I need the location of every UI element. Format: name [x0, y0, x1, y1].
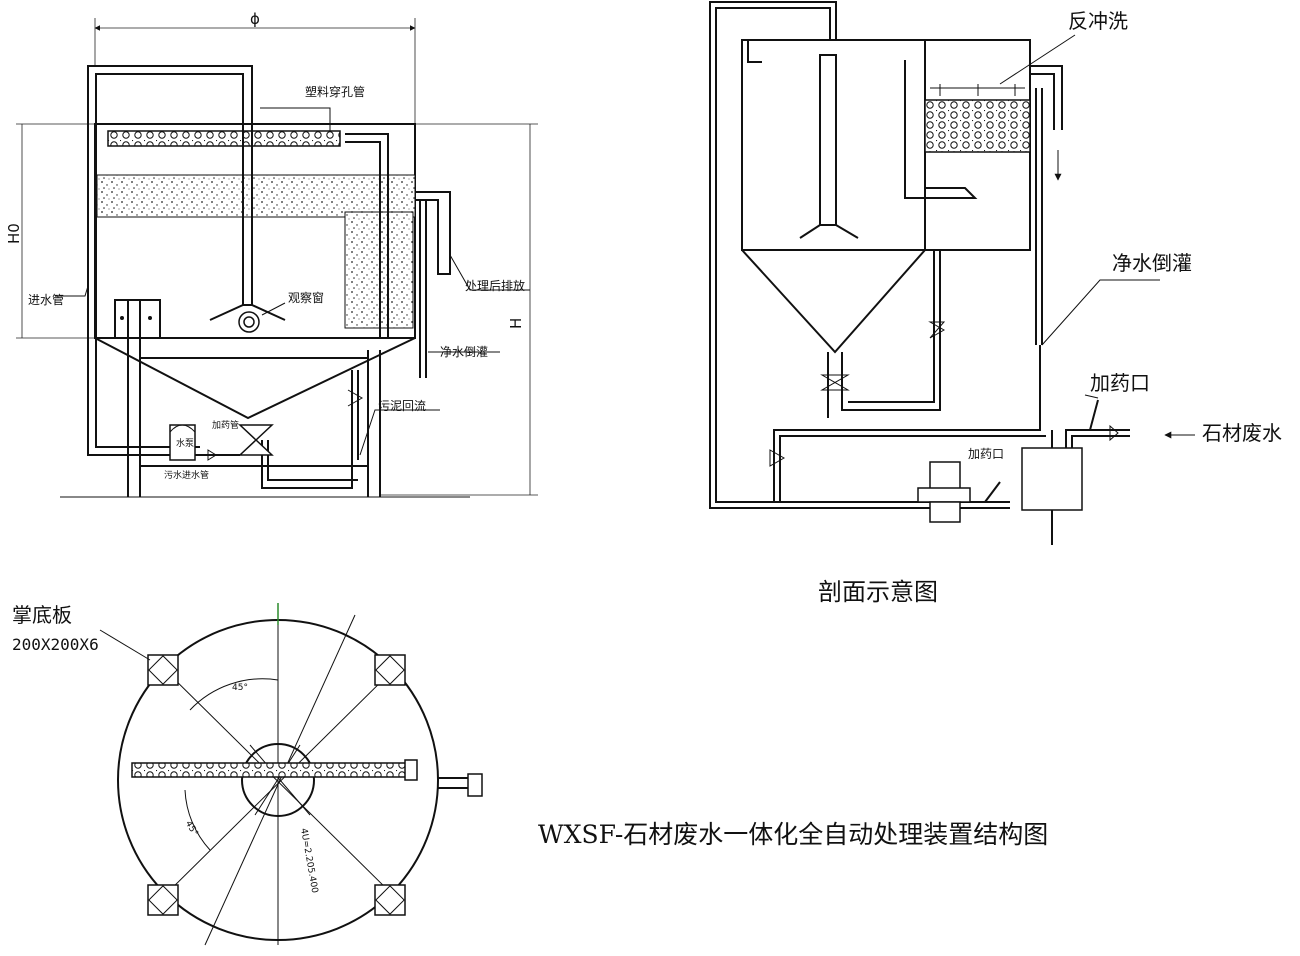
tank-cone — [94, 337, 416, 420]
angle-top-label: 45° — [232, 683, 248, 693]
section-pump — [917, 461, 971, 523]
width-dimension: ϕ — [94, 10, 416, 125]
dim-phi-label: ϕ — [250, 10, 260, 28]
reaction-tank — [1021, 447, 1083, 511]
central-pipe — [209, 88, 286, 321]
dim-h-label: H — [507, 318, 525, 329]
filter-media-layer — [96, 174, 416, 218]
clean-backfill-left-label: 净水倒灌 — [440, 345, 488, 359]
h-dimension: H — [380, 123, 538, 496]
dosing-port-1-label: 加药口 — [1090, 371, 1150, 395]
diameter-note: 4U=2.205.400 — [298, 828, 319, 895]
base-plate-label: 掌底板 — [12, 603, 72, 627]
inlet-pipe-label: 进水管 — [28, 292, 64, 307]
dim-h0-label: H0 — [5, 223, 23, 244]
h0-dimension: H0 — [5, 123, 95, 339]
dosing-pipe-label: 加药管 — [212, 419, 239, 431]
support-legs — [60, 299, 470, 498]
observation-window-label: 观察窗 — [288, 291, 324, 305]
sludge-return-label: 污泥回流 — [378, 399, 426, 413]
sludge-return: 污泥回流 — [261, 370, 440, 489]
section-caption: 剖面示意图 — [818, 578, 938, 606]
perforated-pipe-label: 塑料穿孔管 — [305, 84, 365, 99]
pump-label: 水泵 — [176, 437, 194, 449]
treated-discharge-label: 处理后排放 — [465, 278, 525, 293]
plan-radial-lines — [159, 603, 399, 946]
observation-window: 观察窗 — [238, 291, 324, 333]
filter-media-box — [924, 99, 1031, 153]
inlet-pipe: 进水管 — [28, 65, 253, 456]
stone-wastewater-label: 石材废水 — [1202, 421, 1282, 445]
clean-backfill-right-label: 净水倒灌 — [1112, 251, 1192, 275]
sewage-inlet-pipe-label: 污水进水管 — [164, 469, 209, 481]
section-cone — [741, 249, 926, 354]
elevation-view: ϕ H0 H — [5, 10, 538, 498]
bottom-valve — [238, 424, 274, 456]
main-title: WXSF-石材废水一体化全自动处理装置结构图 — [538, 820, 1048, 849]
dosing-port-2-label: 加药口 — [968, 447, 1004, 461]
backwash-label: 反冲洗 — [1068, 9, 1128, 33]
base-plates — [147, 654, 406, 916]
perforated-pipe — [107, 130, 341, 147]
angle-bottom-label: 45° — [183, 819, 200, 838]
discharge-pipe: 处理后排放 净水倒灌 — [345, 133, 530, 378]
plan-perforated-pipe — [131, 762, 415, 778]
section-view: 反冲洗 净水倒灌 加药口 — [709, 1, 1282, 606]
pump: 水泵 加药管 污水进水管 — [164, 419, 240, 481]
plan-view: 45° 45° 4U=2.205.400 掌底板 200X200X6 — [12, 603, 483, 946]
base-plate-size-label: 200X200X6 — [12, 635, 99, 654]
